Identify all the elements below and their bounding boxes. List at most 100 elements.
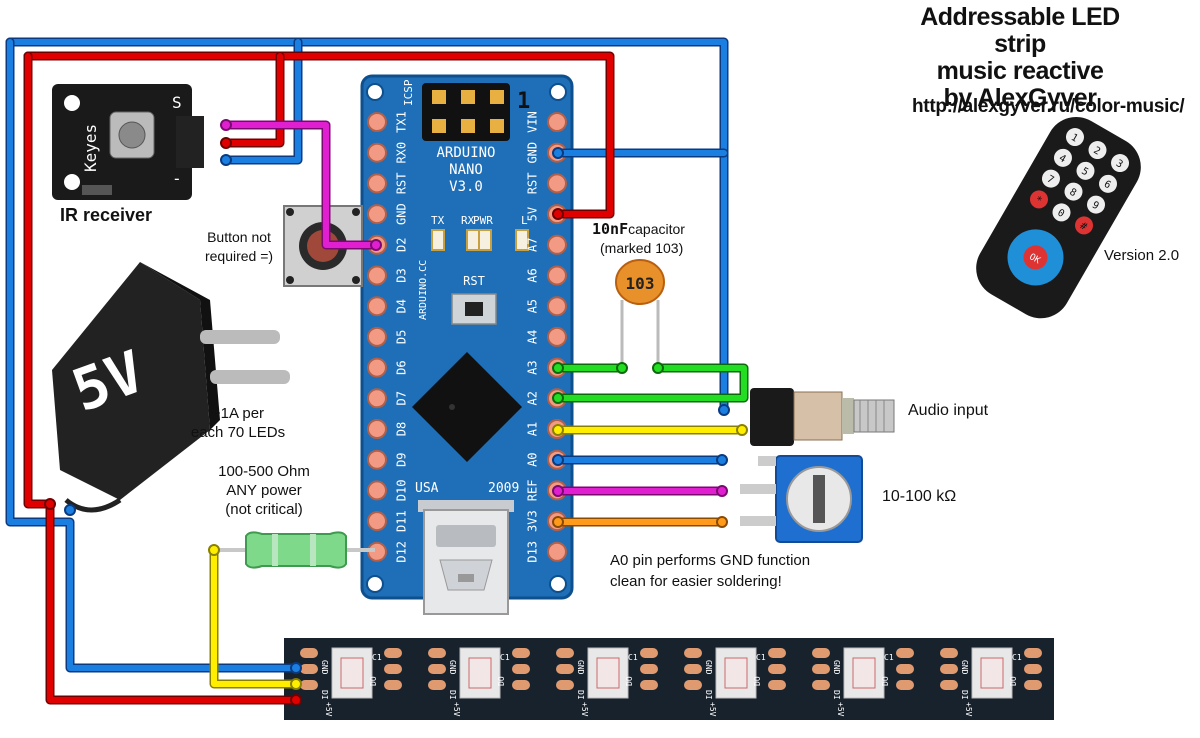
- strip-label-gnd: GND: [320, 660, 329, 675]
- pin-label-left: D5: [395, 330, 409, 344]
- solder-pad: [428, 664, 446, 674]
- led-tx-label: TX: [431, 214, 445, 227]
- strip-label-5v: +5V: [580, 702, 589, 717]
- pin-label-right: VIN: [526, 111, 540, 133]
- usa-label: USA: [415, 481, 439, 496]
- strip-label-gnd: GND: [448, 660, 457, 675]
- pin-pad-right: [547, 265, 567, 286]
- pin-pad-right: [547, 296, 567, 317]
- pin-label-left: GND: [395, 203, 409, 225]
- status-leds: [431, 229, 529, 251]
- strip-label-gnd: GND: [960, 660, 969, 675]
- remote-ok-button: [1023, 245, 1048, 270]
- strip-label-gnd: GND: [832, 660, 841, 675]
- strip-label-do: DO: [369, 676, 378, 686]
- strip-label-5v: +5V: [836, 702, 845, 717]
- cc-mark: ARDUINO.CC: [418, 260, 429, 320]
- solder-pad: [940, 648, 958, 658]
- solder-pad: [812, 648, 830, 658]
- ceramic-capacitor: 103: [615, 259, 665, 368]
- ir-module-brand: Keyes: [81, 124, 100, 172]
- pin-label-left: D8: [395, 422, 409, 436]
- strip-label-gnd: GND: [576, 660, 585, 675]
- power-adapter: 5V: [52, 262, 290, 513]
- pin-label-right: RST: [526, 173, 540, 195]
- remote-button-label: 5: [1079, 166, 1090, 179]
- pin-pad-left: [367, 326, 387, 347]
- solder-pad: [300, 648, 318, 658]
- led-chip: [596, 657, 620, 689]
- remote-button: [1111, 154, 1130, 173]
- remote-button: [1064, 182, 1083, 201]
- strip-label-c1: C1: [628, 653, 638, 662]
- pin-label-right: A7: [526, 238, 540, 252]
- strip-label-c1: C1: [1012, 653, 1022, 662]
- remote-button: [1053, 148, 1072, 167]
- pin-pad-left: [367, 142, 387, 163]
- strip-label-c1: C1: [884, 653, 894, 662]
- title-line-2: music reactive: [936, 57, 1104, 85]
- pin-pad-right: [547, 173, 567, 194]
- pin-label-right: D13: [526, 541, 540, 563]
- pin-label-left: D12: [395, 541, 409, 563]
- a0-note-line2: clean for easier soldering!: [610, 573, 782, 590]
- capacitor-word: capacitor: [628, 221, 685, 237]
- solder-pad: [768, 664, 786, 674]
- pin-pad-left: [367, 112, 387, 132]
- pin-pad-left: [367, 388, 387, 409]
- solder-pad: [684, 648, 702, 658]
- pin-label-right: 5V: [526, 207, 540, 221]
- ir-pin-minus: -: [172, 169, 182, 188]
- led-strip: GNDDI+5VDOC1GNDDI+5VDOC1GNDDI+5VDOC1GNDD…: [284, 638, 1054, 720]
- solder-pad: [940, 664, 958, 674]
- pin-label-right: A0: [526, 452, 540, 466]
- remote-button-label: 6: [1102, 179, 1113, 192]
- pin-label-right: A1: [526, 422, 540, 436]
- resistor-note-line2: ANY power: [226, 482, 302, 499]
- resistor-note-line1: 100-500 Ohm: [218, 463, 310, 480]
- strip-label-do: DO: [625, 676, 634, 686]
- led-chip: [852, 657, 876, 689]
- pin-pad-left: [367, 449, 387, 470]
- strip-label-di: DI: [320, 690, 329, 700]
- solder-pad: [812, 680, 830, 690]
- solder-pad: [384, 664, 402, 674]
- led-pwr-label: PWR: [473, 214, 493, 227]
- a0-note: A0 pin performs GND function clean for e…: [610, 550, 810, 592]
- capacitor-note: 10nFcapacitor (marked 103): [592, 220, 685, 258]
- project-url: http://alexgyver.ru/color-music/: [912, 96, 1185, 117]
- solder-pad: [1024, 680, 1042, 690]
- solder-pad: [384, 648, 402, 658]
- pin-pad-left: [367, 296, 387, 317]
- remote-button-label: 9: [1090, 200, 1101, 213]
- strip-label-do: DO: [497, 676, 506, 686]
- solder-pad: [684, 664, 702, 674]
- pin-label-right: A4: [526, 330, 540, 344]
- power-note-line2: each 70 LEDs: [190, 424, 286, 441]
- solder-pad: [384, 680, 402, 690]
- wires: [5, 37, 749, 705]
- ir-receiver-label: IR receiver: [60, 205, 153, 225]
- pin-label-left: D2: [395, 238, 409, 252]
- pin-pad-left: [367, 173, 387, 194]
- board-name-line3: V3.0: [449, 179, 483, 195]
- pin-pad-left: [367, 204, 387, 225]
- pin-label-right: 3V3: [526, 510, 540, 532]
- solder-pad: [640, 680, 658, 690]
- strip-label-di: DI: [832, 690, 841, 700]
- strip-label-di: DI: [576, 690, 585, 700]
- led-chip: [340, 657, 364, 689]
- strip-label-5v: +5V: [452, 702, 461, 717]
- version-label: Version 2.0: [1104, 247, 1180, 264]
- pin-one-label: 1: [517, 89, 530, 114]
- remote-button: [1076, 161, 1095, 180]
- pin-pad-left: [367, 480, 387, 501]
- solder-pad: [940, 680, 958, 690]
- pin-pad-right: [547, 234, 567, 255]
- remote-button: [1087, 195, 1106, 214]
